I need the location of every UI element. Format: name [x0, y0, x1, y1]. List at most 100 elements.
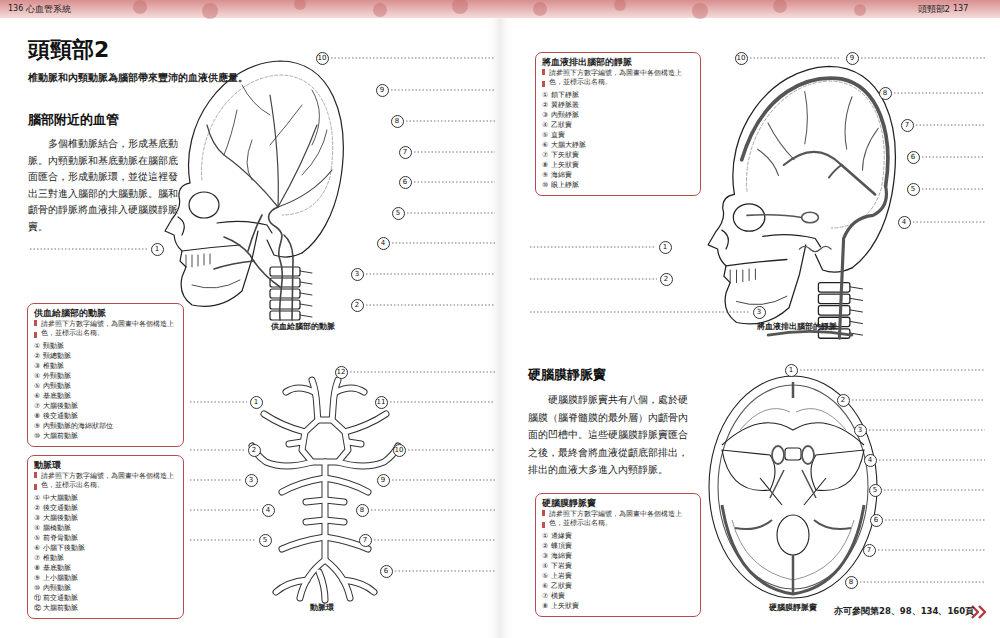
callout-digit: 1: [251, 397, 262, 408]
callout-number: 3: [854, 424, 867, 437]
write-in-line: [190, 450, 245, 451]
box-instruction: 請參照下方數字編號，為圖畫中各個構造上色，並標示出名稱。: [542, 510, 694, 528]
legend-item: ③ 大腦後動脈: [34, 513, 177, 523]
callout-digit: 4: [899, 217, 910, 228]
write-in-line: [894, 93, 985, 94]
legend-item: ③ 內頸靜脈: [542, 110, 694, 120]
callout-digit: 11: [376, 397, 387, 408]
body-text: 硬腦膜靜脈竇共有八個，處於硬腦膜（腦脊髓膜的最外層）內顱骨內面的凹槽中。這些硬腦…: [528, 391, 694, 479]
vein-lines: [768, 331, 852, 335]
legend-item: ⑧ 後交通動脈: [34, 411, 177, 421]
write-in-line: [374, 540, 495, 541]
artery-lines: [214, 261, 254, 269]
vein-lines: [842, 165, 876, 194]
header-texture: [773, 0, 787, 13]
callout-digit: 3: [352, 269, 363, 280]
artery-lines: [224, 85, 327, 180]
callout-digit: 6: [381, 566, 392, 577]
write-in-line: [350, 372, 495, 373]
callout-number: 5: [259, 534, 272, 547]
callout-digit: 7: [400, 147, 411, 158]
cross-reference: 亦可參閱第28、98、134、160頁: [834, 606, 968, 617]
write-in-line: [869, 430, 985, 431]
write-in-line: [331, 58, 495, 59]
callout-digit: 9: [847, 53, 858, 64]
header-texture: [133, 0, 866, 19]
write-in-line: [190, 480, 242, 481]
vein-lines: [742, 78, 888, 338]
legend-item: ② 蝶頂竇: [542, 541, 694, 551]
callout-number: 2: [660, 273, 673, 286]
artery-lines: [270, 95, 278, 207]
callout-number: 8: [356, 504, 369, 517]
next-page-arrow: [979, 606, 985, 618]
legend-item: ① 邊緣竇: [542, 531, 694, 541]
callout-digit: 5: [260, 535, 271, 546]
skull-arteries-figure: [165, 61, 343, 320]
write-in-line: [371, 510, 495, 511]
callout-number: 9: [377, 474, 390, 487]
write-in-line: [190, 510, 259, 511]
callout-digit: 7: [902, 120, 913, 131]
callout-number: 10: [735, 52, 748, 65]
legend-item: ② 頸總動脈: [34, 351, 177, 361]
header-texture: [614, 0, 626, 11]
figure-caption: 供血給腦部的動脈: [238, 322, 368, 332]
legend-item: ⑩ 眼上靜脈: [542, 180, 694, 190]
callout-number: 5: [869, 484, 882, 497]
callout-digit: 1: [152, 244, 163, 255]
legend-item: ① 中大腦動脈: [34, 493, 177, 503]
box-instruction: 請參照下方數字編號，為圖畫中各個構造上色，並標示出名稱。: [34, 320, 177, 338]
callout-digit: 2: [661, 274, 672, 285]
circle-of-willis-figure: [252, 380, 398, 600]
write-in-line: [750, 58, 840, 59]
legend-item: ⑨ 上小腦動脈: [34, 573, 177, 583]
section-name: 頭頸部2: [900, 4, 950, 14]
callout-digit: 8: [846, 577, 857, 588]
legend-item: ⑦ 大腦後動脈: [34, 401, 177, 411]
header-texture: [202, 3, 218, 19]
callout-number: 8: [845, 576, 858, 589]
callout-number: 4: [898, 216, 911, 229]
header-band: [0, 0, 1000, 18]
callout-number: 6: [399, 176, 412, 189]
artery-lines: [278, 125, 317, 207]
write-in-line: [530, 279, 657, 280]
callout-digit: 4: [865, 455, 876, 466]
callout-digit: 4: [263, 505, 274, 516]
dural-sinus-figure: [709, 376, 877, 598]
body-text: 多個椎動脈結合，形成基底動脈。內頸動脈和基底動脈在腦部底面匯合，形成動脈環，並從…: [28, 136, 186, 235]
legend-item: ③ 椎動脈: [34, 361, 177, 371]
callout-number: 1: [659, 241, 672, 254]
write-in-line: [913, 222, 985, 223]
callout-digit: 3: [754, 307, 765, 318]
box-instruction: 請參照下方數字編號，為圖畫中各個構造上色，並標示出名稱。: [34, 472, 177, 490]
box-heading: 硬腦膜靜脈竇: [542, 498, 694, 509]
callout-digit: 3: [855, 425, 866, 436]
dural-sinus-figure: [792, 382, 795, 594]
dural-sinus-figure: [740, 409, 846, 430]
legend-item: ⑥ 大腦大靜脈: [542, 140, 694, 150]
callout-number: 4: [377, 237, 390, 250]
dural-sinus-figure: [777, 515, 809, 555]
legend-item: ② 翼靜脈叢: [542, 100, 694, 110]
write-in-line: [530, 247, 656, 248]
dural-sinus-figure: [722, 450, 775, 491]
callout-number: 6: [380, 565, 393, 578]
legend-item: ⑤ 內頸動脈: [34, 381, 177, 391]
legend-item: ⑨ 內頸動脈的海綿狀部位: [34, 421, 177, 431]
callout-digit: 7: [864, 545, 875, 556]
legend-item: ② 後交通動脈: [34, 503, 177, 513]
callout-number: 9: [376, 84, 389, 97]
callout-number: 10: [393, 444, 406, 457]
header-texture: [294, 0, 306, 10]
callout-number: 10: [316, 52, 329, 65]
legend-item: ④ 外頸動脈: [34, 371, 177, 381]
callout-number: 4: [262, 504, 275, 517]
legend-item: ⑦ 橫竇: [542, 591, 694, 601]
dural-sinus-figure: [735, 520, 851, 529]
skull-veins-figure: [708, 66, 895, 338]
legend-item: ⑧ 基底動脈: [34, 563, 177, 573]
legend-item: ① 頸動脈: [34, 341, 177, 351]
